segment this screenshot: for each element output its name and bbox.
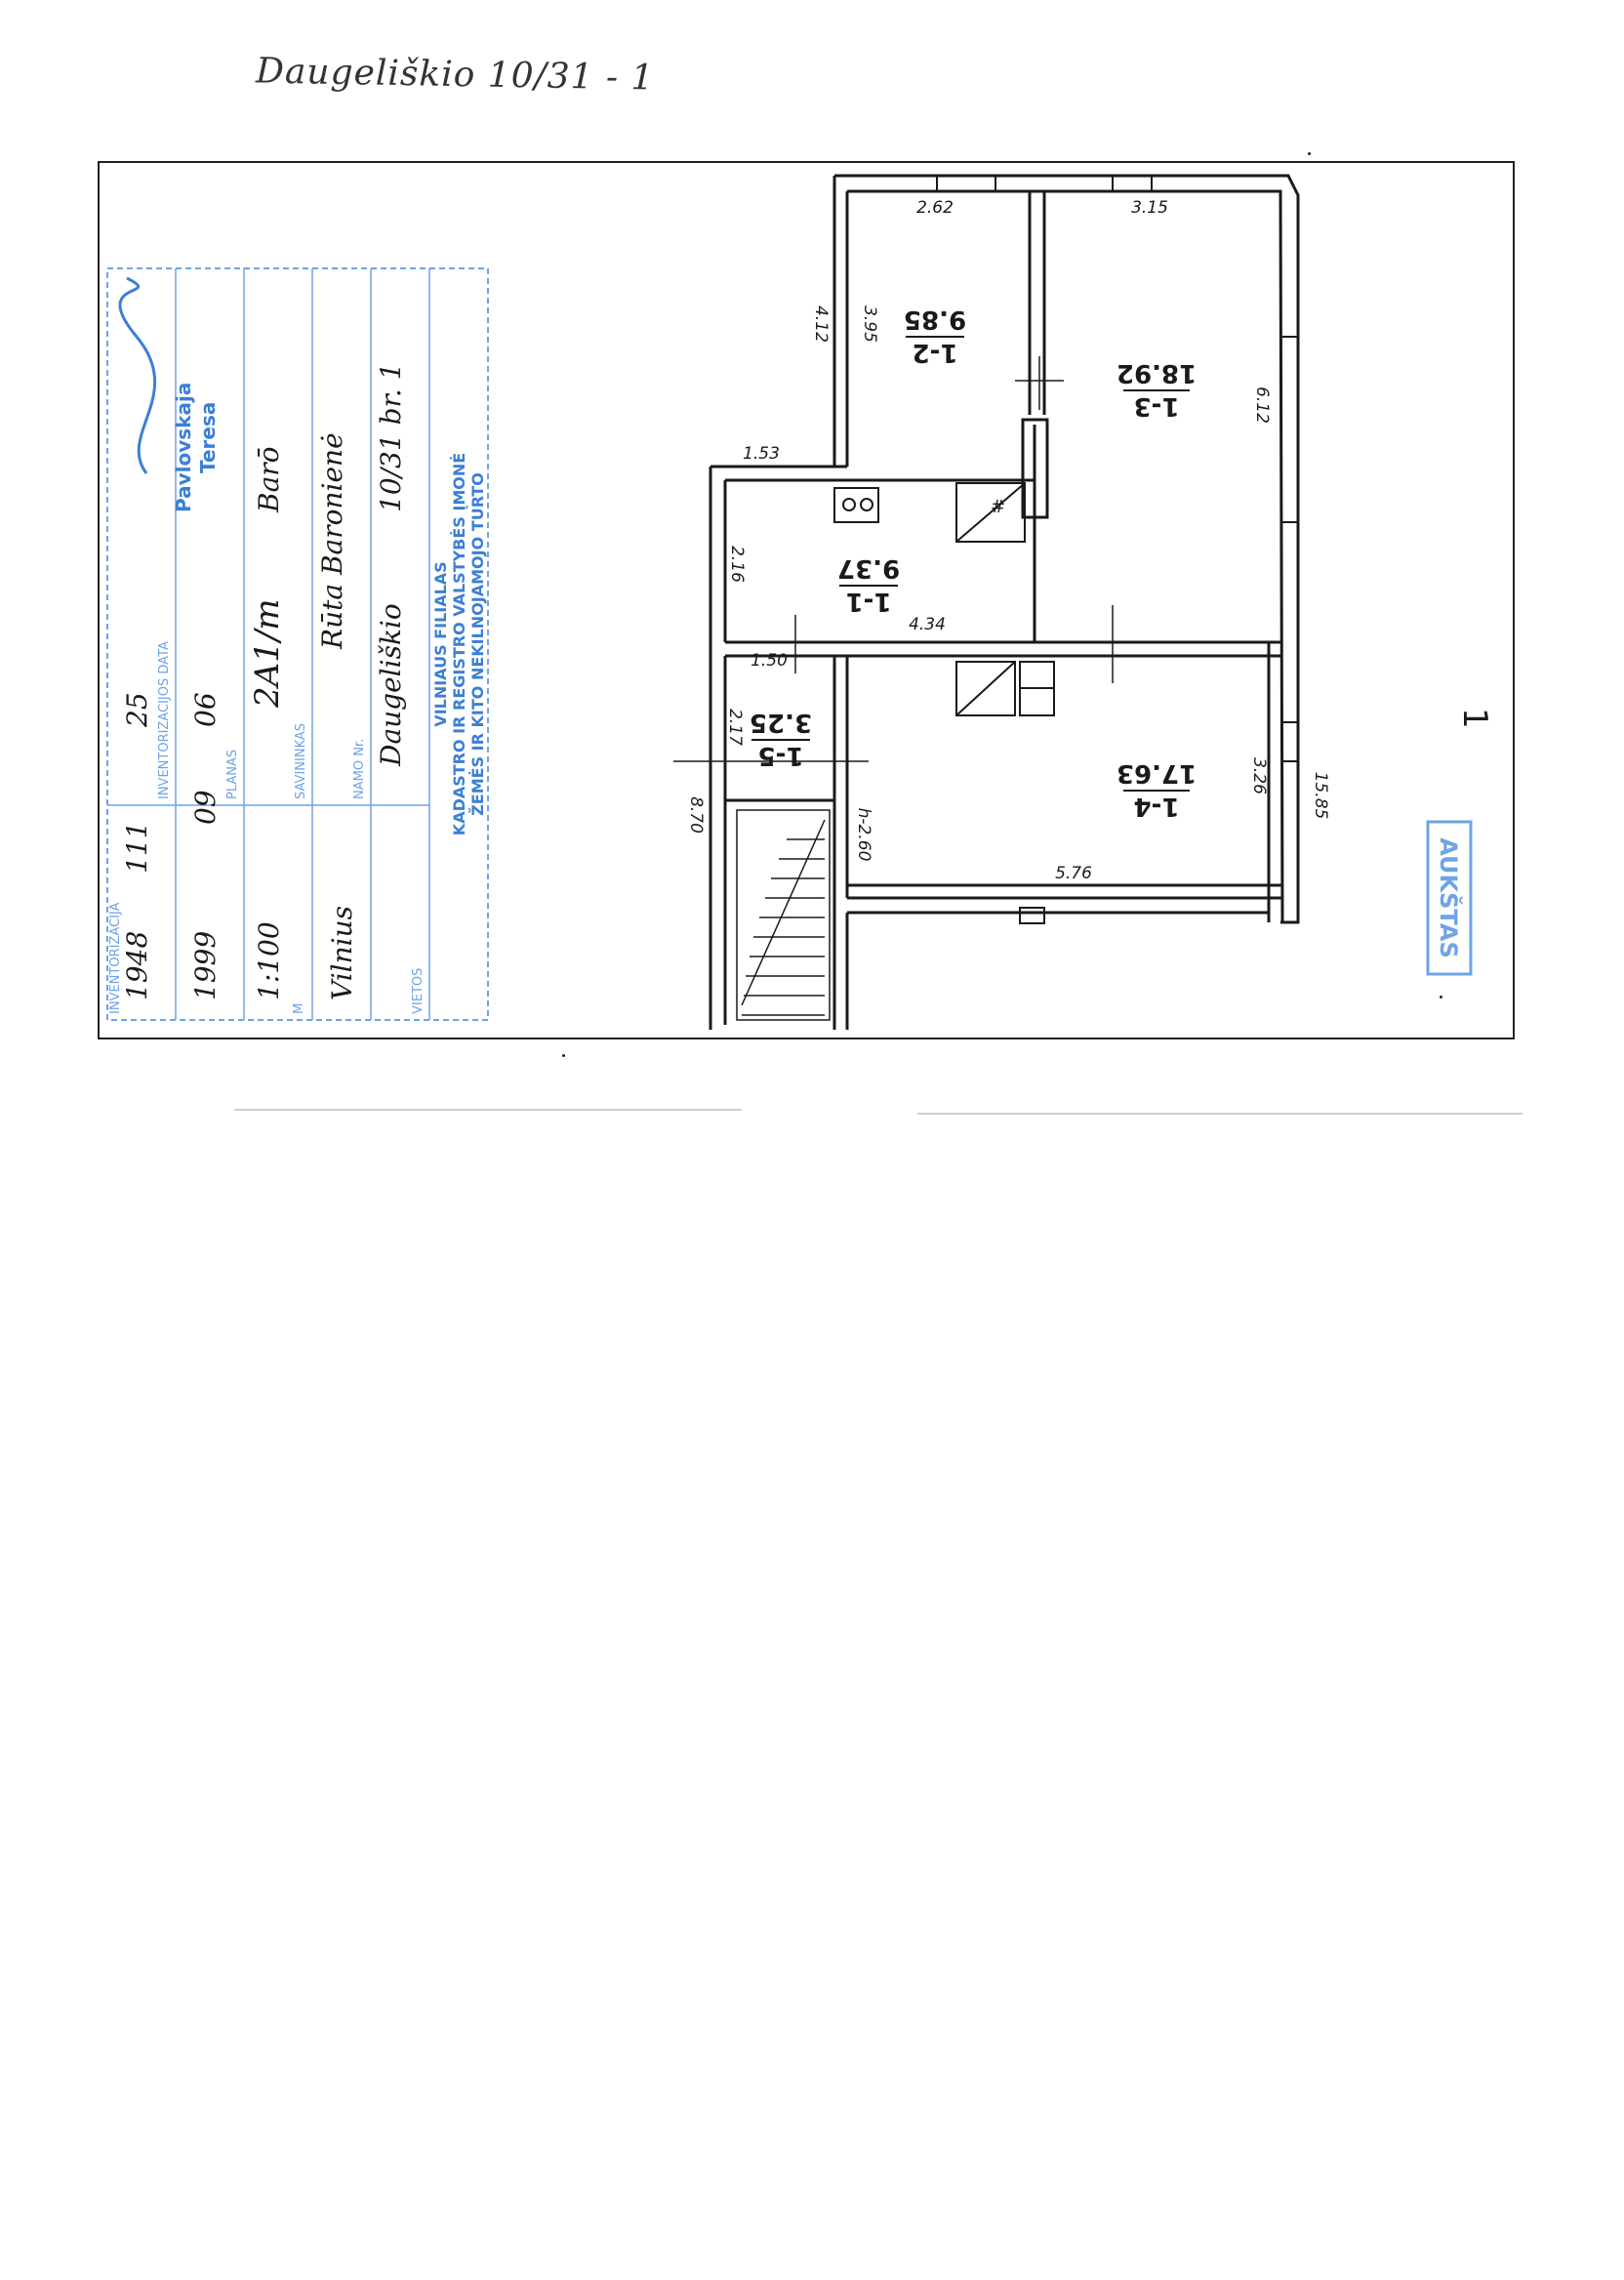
- dim-3-95: 3.95: [860, 305, 879, 343]
- room-labels: 1-2 9.85 1-3 18.92 1-1 9.37 1-4 17.63 1-…: [750, 305, 1197, 821]
- room-id-1-3: 1-3: [1134, 391, 1180, 421]
- room-id-1-5: 1-5: [758, 741, 804, 770]
- staircase: [736, 809, 831, 1021]
- door-marks: [673, 356, 1114, 762]
- stamp-street-label: VIETOS: [411, 968, 426, 1014]
- windows: [936, 176, 1298, 762]
- stamp-bottom-label: INVENTORIZACIJA: [108, 902, 123, 1014]
- stamp-date-line-label: INVENTORIZACIJOS DATA: [157, 641, 172, 799]
- boiler-icon: [955, 661, 1055, 716]
- radiator-icon: [1019, 907, 1045, 924]
- stamp-scale-value: 1:100: [253, 921, 285, 1000]
- stamp-clerk-last: Pavlovskaja: [172, 383, 195, 512]
- dim-5-76: 5.76: [1055, 864, 1092, 883]
- dim-6-12: 6.12: [1252, 387, 1272, 424]
- stamp-year: 1999: [189, 931, 222, 1000]
- stamp-org-line1: ŽEMĖS IR KITO NEKILNOJAMOJO TURTO: [468, 472, 487, 816]
- room-area-1-1: 9.37: [837, 553, 900, 583]
- stamp-number-value: 10/31 br. 1: [375, 363, 407, 512]
- scan-dot: [1308, 152, 1311, 155]
- stamp-extra-value: Barō: [253, 446, 285, 513]
- floor-number: 1: [1455, 708, 1494, 729]
- scan-dot: [562, 1054, 565, 1057]
- scan-artifact-line: [917, 1113, 1522, 1115]
- dimension-labels: 2.62 3.15 4.12 3.95 6.12 1.53 2.16 4.34 …: [686, 198, 1330, 883]
- stamp-bottom-day: 25: [121, 692, 153, 728]
- stamp-bottom-year: 1948: [121, 931, 153, 1000]
- scan-dot: [1440, 996, 1442, 998]
- plan-frame: [98, 161, 1515, 1039]
- dim-15-85: 15.85: [1311, 772, 1330, 820]
- cadastre-stamp: ŽEMĖS IR KITO NEKILNOJAMOJO TURTO KADAST…: [106, 267, 489, 1021]
- dim-height-2-60: h-2.60: [854, 808, 873, 862]
- dim-3-15: 3.15: [1131, 198, 1168, 218]
- stamp-day: 06: [189, 692, 222, 727]
- room-id-1-2: 1-2: [913, 338, 958, 367]
- room-id-1-1: 1-1: [846, 587, 892, 616]
- dim-4-12: 4.12: [811, 305, 831, 343]
- signature: [118, 276, 157, 474]
- stamp-org-line3: VILNIAUS FILIALAS: [431, 561, 450, 726]
- stamp-city-value: Vilnius: [326, 906, 358, 1000]
- stamp-owner-value: Rūta Baronienė: [316, 432, 348, 650]
- room-area-1-2: 9.85: [904, 305, 966, 334]
- stamp-plan-code: 2A1/m: [248, 598, 287, 709]
- room-id-1-4: 1-4: [1134, 792, 1180, 821]
- dim-1-50: 1.50: [751, 651, 788, 671]
- room-area-1-5: 3.25: [750, 708, 812, 737]
- stove-icon: [833, 487, 879, 523]
- scan-artifact-line: [234, 1109, 742, 1111]
- walls: [709, 174, 1300, 1030]
- svg-text:#: #: [991, 497, 1005, 517]
- dim-1-53: 1.53: [743, 444, 780, 464]
- stamp-org-line2: KADASTRO IR REGISTRO VALSTYBĖS ĮMONĖ: [450, 453, 468, 835]
- chimney-icon: #: [955, 482, 1026, 543]
- stamp-street-value: Daugeliškio: [375, 603, 407, 767]
- stamp-owner-label: SAVININKAS: [294, 723, 308, 799]
- room-area-1-3: 18.92: [1116, 358, 1197, 387]
- stamp-number-label: NAMO Nr.: [352, 739, 367, 799]
- floor-stamp-text: AUKŠTAS: [1435, 837, 1464, 958]
- dim-2-62: 2.62: [916, 198, 954, 218]
- stamp-scale-label: M: [292, 1003, 306, 1014]
- stamp-clerk-first: Teresa: [196, 402, 220, 473]
- stamp-bottom-num: 111: [121, 822, 153, 874]
- dim-8-70: 8.70: [686, 796, 706, 834]
- floor-stamp: AUKŠTAS: [1426, 820, 1473, 976]
- dim-2-16: 2.16: [727, 546, 747, 583]
- dim-4-34: 4.34: [909, 615, 946, 634]
- room-area-1-4: 17.63: [1116, 758, 1197, 788]
- dim-3-26: 3.26: [1249, 757, 1269, 794]
- dim-2-17: 2.17: [725, 709, 745, 746]
- stamp-month: 09: [189, 790, 222, 825]
- stamp-plan-label: PLANAS: [225, 750, 240, 799]
